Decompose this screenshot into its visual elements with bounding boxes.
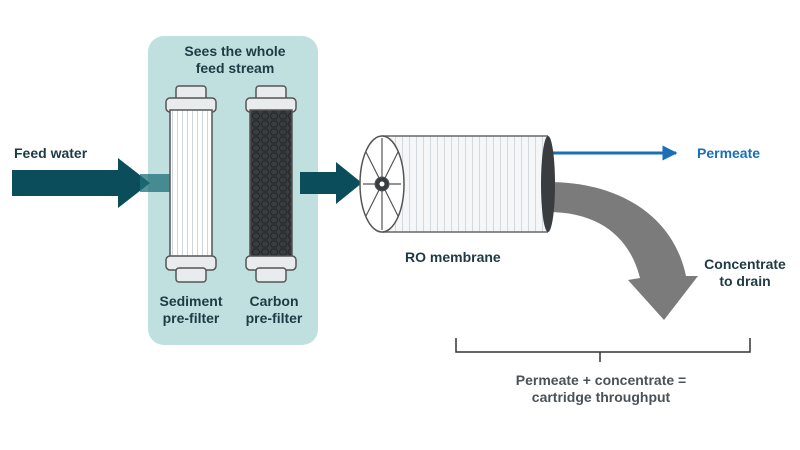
feed-connector (140, 174, 170, 192)
prefilter-group-line-1: Sees the whole (184, 43, 286, 59)
concentrate-label: Concentrate to drain (692, 256, 798, 290)
carbon-cartridge-icon (245, 85, 297, 283)
throughput-label: Permeate + concentrate = cartridge throu… (466, 372, 736, 406)
sediment-prefilter-label: Sediment pre-filter (148, 293, 234, 327)
throughput-label-line-1: Permeate + concentrate = (515, 372, 687, 388)
feed-arrow-icon (12, 158, 150, 208)
concentrate-label-line-2: to drain (719, 273, 771, 289)
throughput-label-line-2: cartridge throughput (531, 389, 671, 405)
concentrate-arrow-icon (548, 182, 698, 320)
sediment-label-line-1: Sediment (159, 293, 223, 309)
concentrate-label-line-1: Concentrate (704, 256, 786, 272)
sediment-label-line-2: pre-filter (162, 310, 220, 326)
feed-water-label: Feed water (14, 145, 88, 161)
carbon-label-line-1: Carbon (249, 293, 299, 309)
sediment-cartridge-icon (165, 85, 217, 283)
to-ro-arrow-icon (300, 162, 362, 204)
carbon-label-line-2: pre-filter (245, 310, 303, 326)
prefilter-group-label: Sees the whole feed stream (152, 43, 318, 77)
prefilter-group-line-2: feed stream (195, 60, 275, 76)
ro-membrane-icon (359, 135, 555, 233)
carbon-prefilter-label: Carbon pre-filter (236, 293, 312, 327)
ro-membrane-label: RO membrane (405, 249, 501, 265)
permeate-label: Permeate (697, 145, 761, 161)
throughput-bracket (455, 338, 751, 362)
